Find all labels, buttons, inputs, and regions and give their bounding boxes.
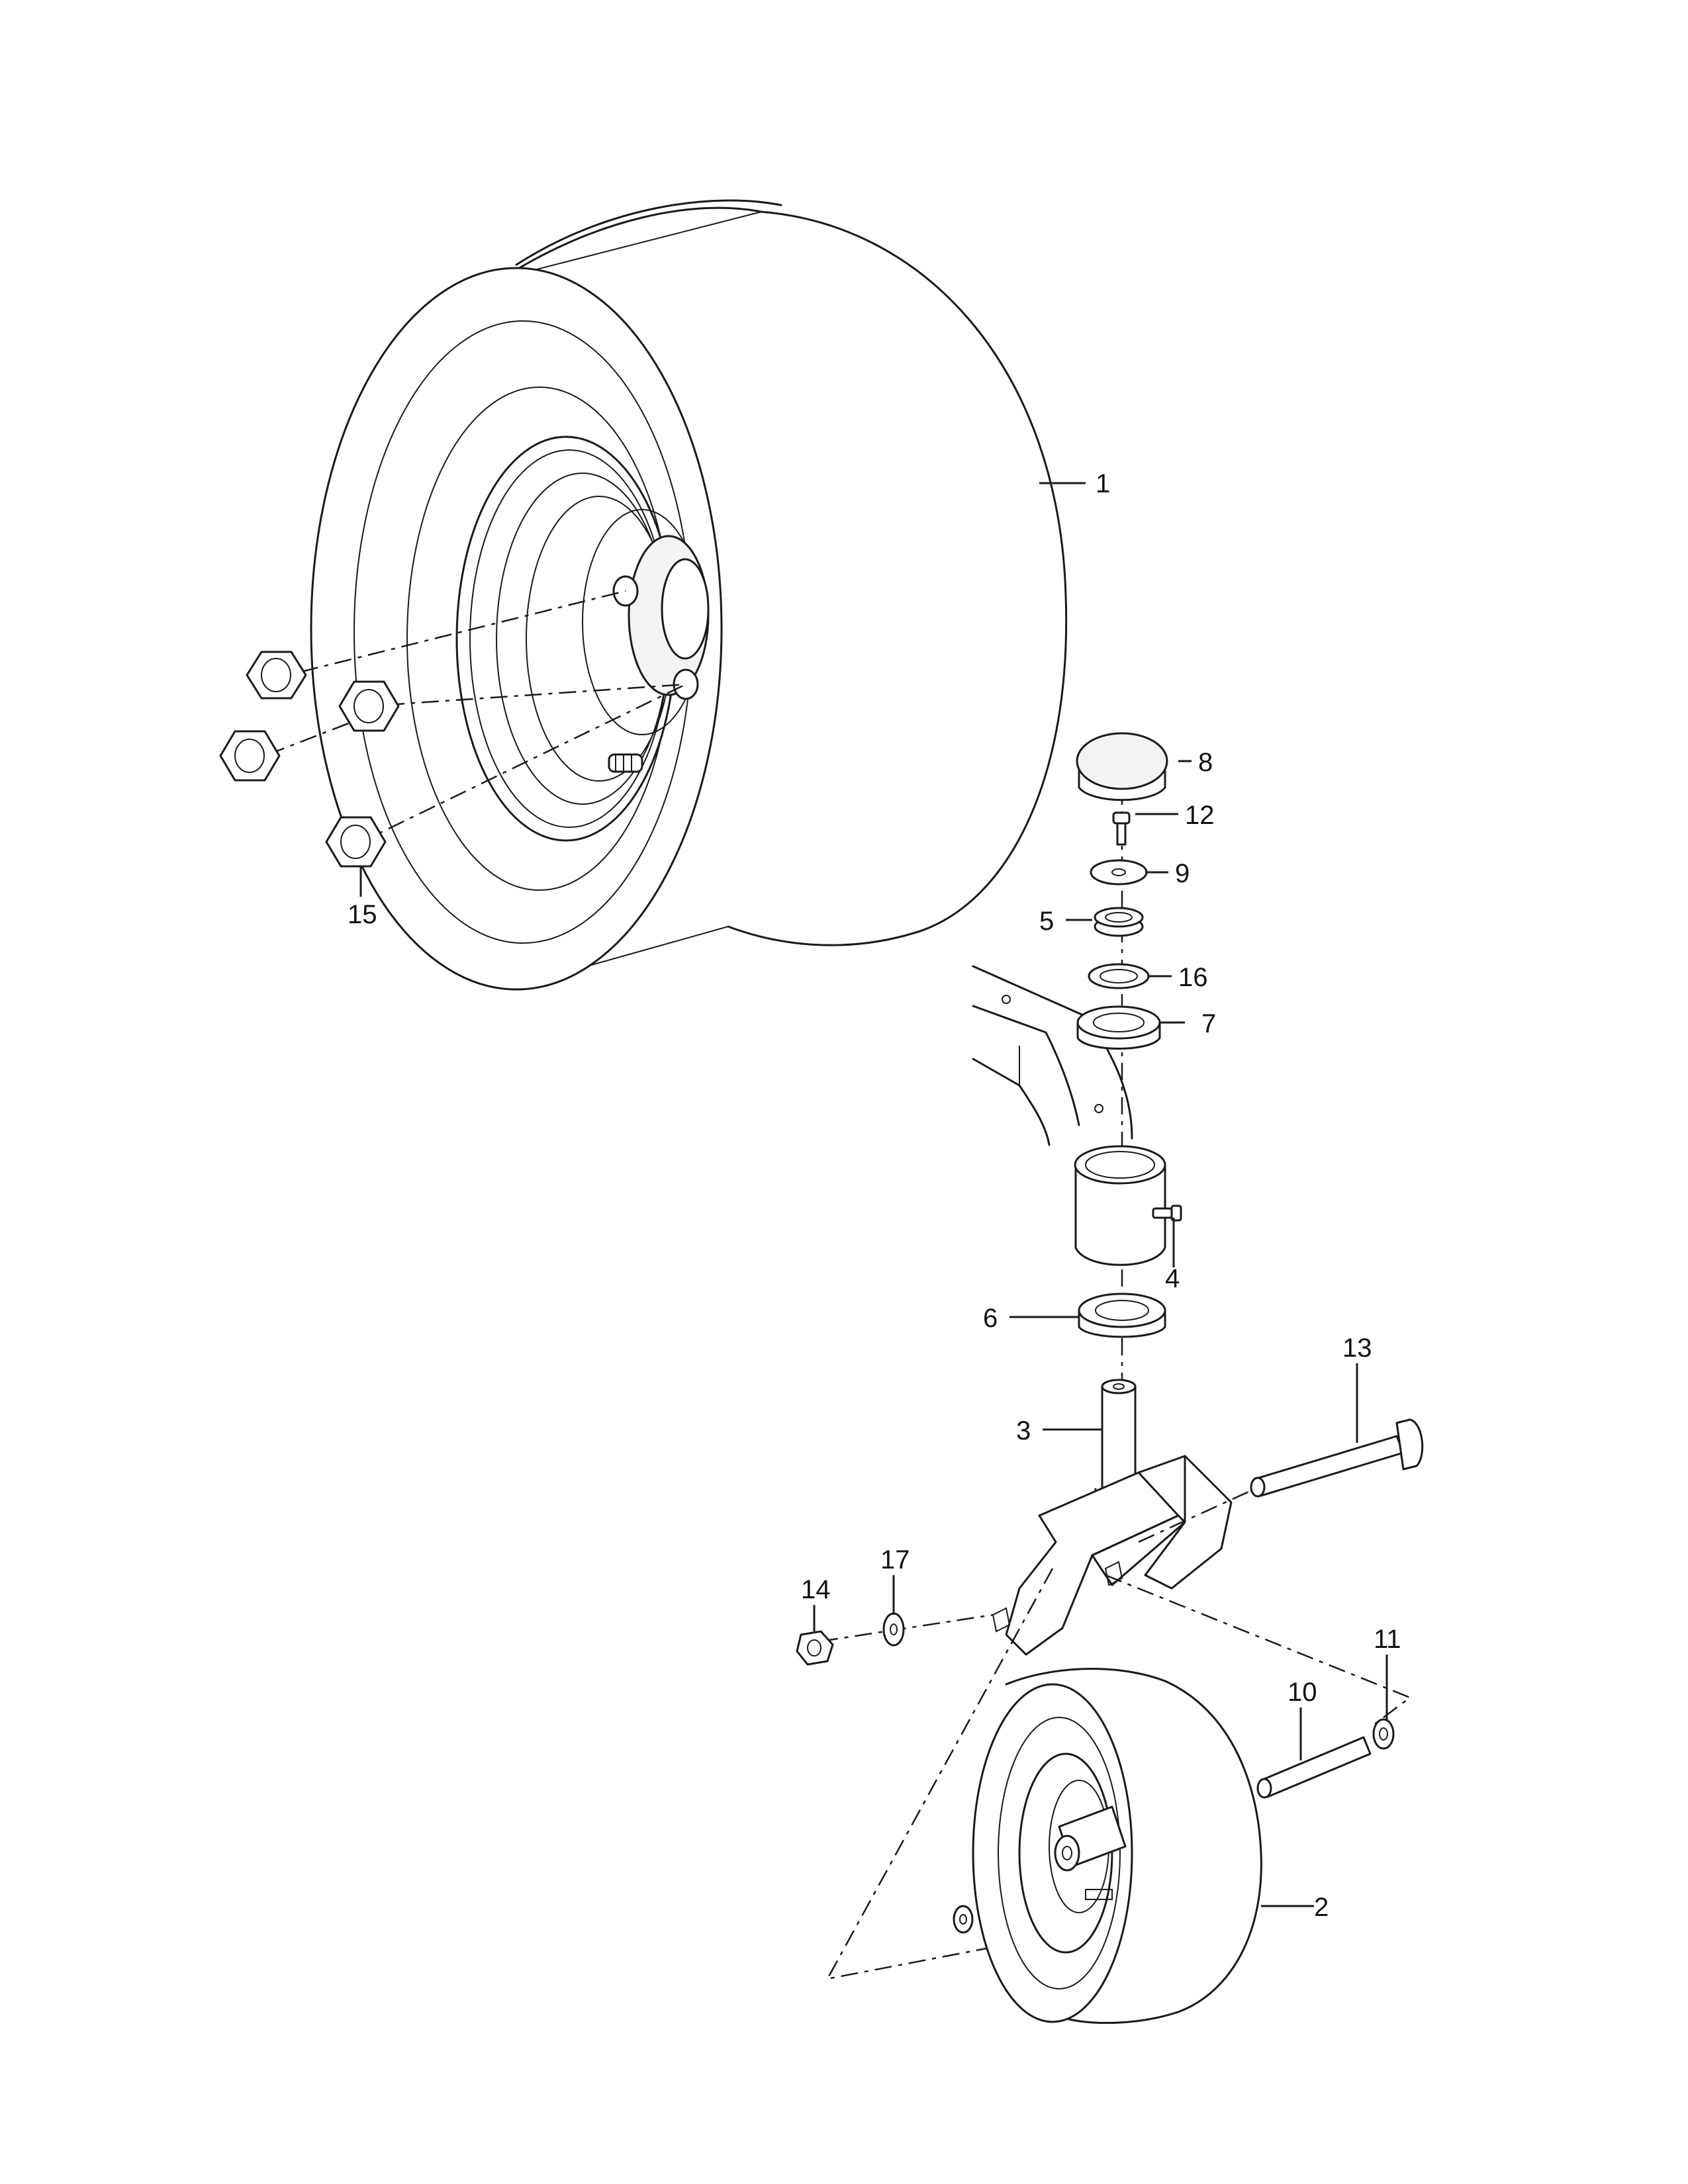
caster-yoke <box>992 1379 1233 1656</box>
lug-nut <box>246 651 307 700</box>
callout-16: 16 <box>1178 963 1208 992</box>
thrust-washer <box>1088 963 1150 989</box>
caster-wheel <box>972 1668 1262 2025</box>
rear-wheel <box>310 199 1068 991</box>
grease-fitting <box>1152 1205 1182 1222</box>
lock-nut <box>796 1630 834 1666</box>
callout-4: 4 <box>1165 1264 1180 1293</box>
callout-6: 6 <box>983 1304 998 1333</box>
callout-17: 17 <box>880 1545 910 1574</box>
callout-11: 11 <box>1374 1625 1401 1654</box>
small-bolt <box>1112 811 1131 846</box>
lug-nut <box>219 730 281 782</box>
callout-15: 15 <box>348 900 377 929</box>
callout-9: 9 <box>1175 859 1190 888</box>
pivot-tube <box>1074 1145 1166 1266</box>
valve-stem <box>608 753 643 773</box>
callout-3: 3 <box>1016 1416 1031 1445</box>
washer <box>1090 859 1148 886</box>
callout-8: 8 <box>1198 748 1213 777</box>
callout-14: 14 <box>801 1575 831 1604</box>
flat-washer <box>882 1612 905 1647</box>
lug-nut <box>338 680 400 732</box>
caster-bolt <box>1250 1418 1424 1498</box>
dust-cap <box>1076 732 1168 801</box>
lower-bearing <box>1078 1293 1166 1338</box>
callout-13: 13 <box>1342 1334 1372 1363</box>
callout-1: 1 <box>1096 469 1110 498</box>
frame-arm <box>972 965 1133 1146</box>
upper-bearing <box>1076 1005 1161 1050</box>
callout-12: 12 <box>1185 801 1215 830</box>
callout-5: 5 <box>1039 907 1054 936</box>
axle-spacer-tube <box>1256 1736 1372 1799</box>
spacer-washers <box>1094 907 1144 937</box>
callout-10: 10 <box>1288 1678 1317 1707</box>
callout-7: 7 <box>1201 1009 1216 1038</box>
wheel-spacer-left <box>953 1905 974 1934</box>
wheel-spacer-right <box>1372 1718 1395 1750</box>
callout-2: 2 <box>1314 1893 1329 1922</box>
lug-nut <box>325 816 387 868</box>
